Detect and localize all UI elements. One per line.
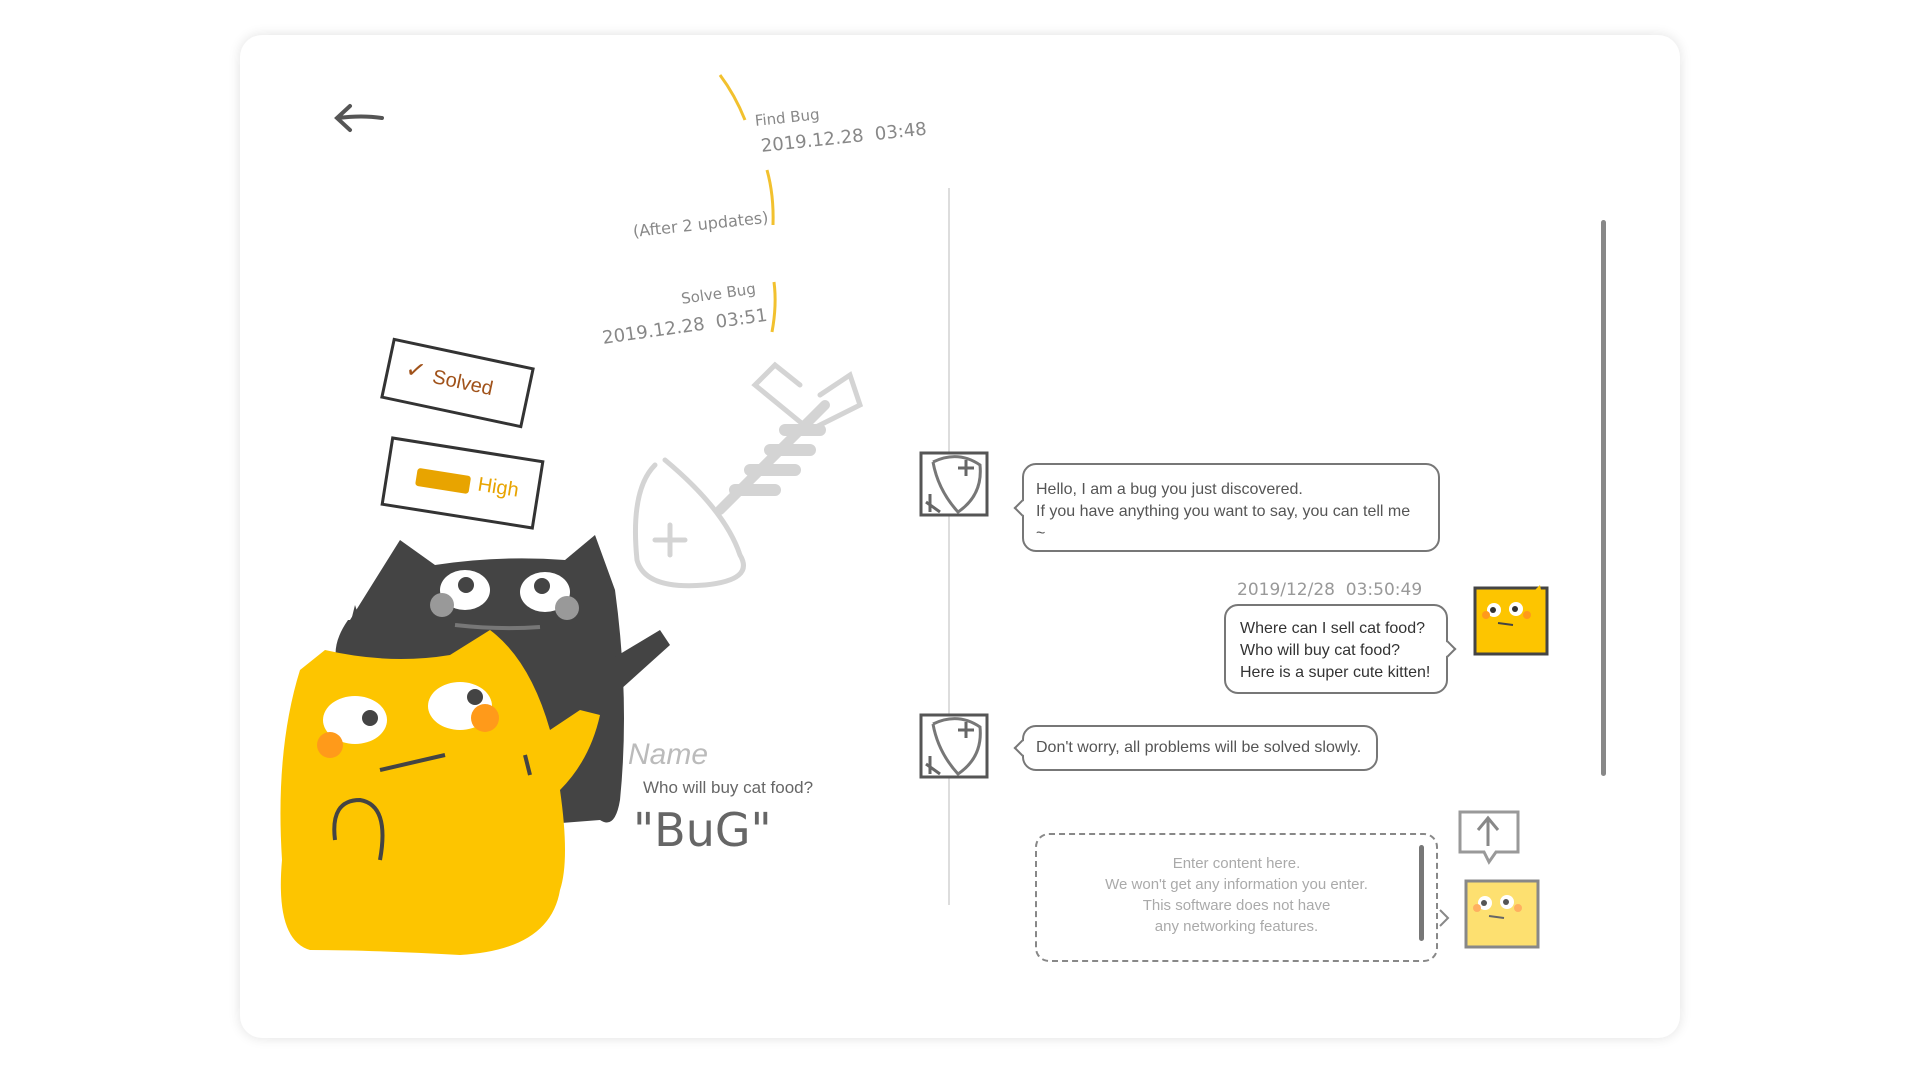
input-pointer: [1439, 909, 1450, 927]
chat-message-bug: Don't worry, all problems will be solved…: [1013, 725, 1378, 771]
placeholder-line: This software does not have: [1142, 897, 1331, 914]
bug-name: "BuG": [633, 803, 772, 857]
message-line: If you have anything you want to say, yo…: [1036, 503, 1411, 520]
timeline-arcs: [718, 74, 777, 333]
chat-scrollbar[interactable]: [1601, 220, 1606, 776]
message-line: ~: [1036, 525, 1046, 542]
bug-avatar: [919, 451, 989, 517]
message-input[interactable]: Enter content here. We won't get any inf…: [1035, 833, 1438, 962]
priority-tag-label: High: [476, 473, 521, 502]
chat-message-user: Where can I sell cat food? Who will buy …: [1224, 604, 1457, 694]
send-button-icon[interactable]: [1456, 808, 1522, 868]
message-line: Who will buy cat food?: [1240, 642, 1401, 659]
chat-message-bug: Hello, I am a bug you just discovered. I…: [1013, 463, 1440, 552]
placeholder-line: We won't get any information you enter.: [1105, 876, 1368, 893]
name-label: Name: [628, 738, 709, 771]
input-scrollbar[interactable]: [1419, 845, 1424, 941]
message-line: Where can I sell cat food?: [1240, 620, 1425, 637]
bug-avatar: [919, 713, 989, 779]
back-arrow-icon[interactable]: [332, 102, 386, 134]
cats-illustration: [280, 535, 670, 955]
fish-bone-illustration: [633, 361, 864, 589]
placeholder-line: any networking features.: [1154, 918, 1319, 935]
message-line: Hello, I am a bug you just discovered.: [1036, 481, 1303, 498]
priority-bar: [415, 467, 472, 495]
user-cat-avatar-small: [1464, 879, 1540, 949]
status-tag-label: Solved: [430, 365, 495, 401]
panel-divider: [948, 188, 950, 905]
message-timestamp: 2019/12/28 03:50:49: [1237, 580, 1423, 600]
message-line: Don't worry, all problems will be solved…: [1036, 739, 1362, 756]
user-cat-avatar: [1473, 585, 1549, 656]
message-line: Here is a super cute kitten!: [1240, 664, 1431, 681]
bug-subtitle: Who will buy cat food?: [643, 778, 814, 797]
placeholder-line: Enter content here.: [1172, 855, 1301, 872]
check-icon: ✓: [403, 355, 429, 386]
